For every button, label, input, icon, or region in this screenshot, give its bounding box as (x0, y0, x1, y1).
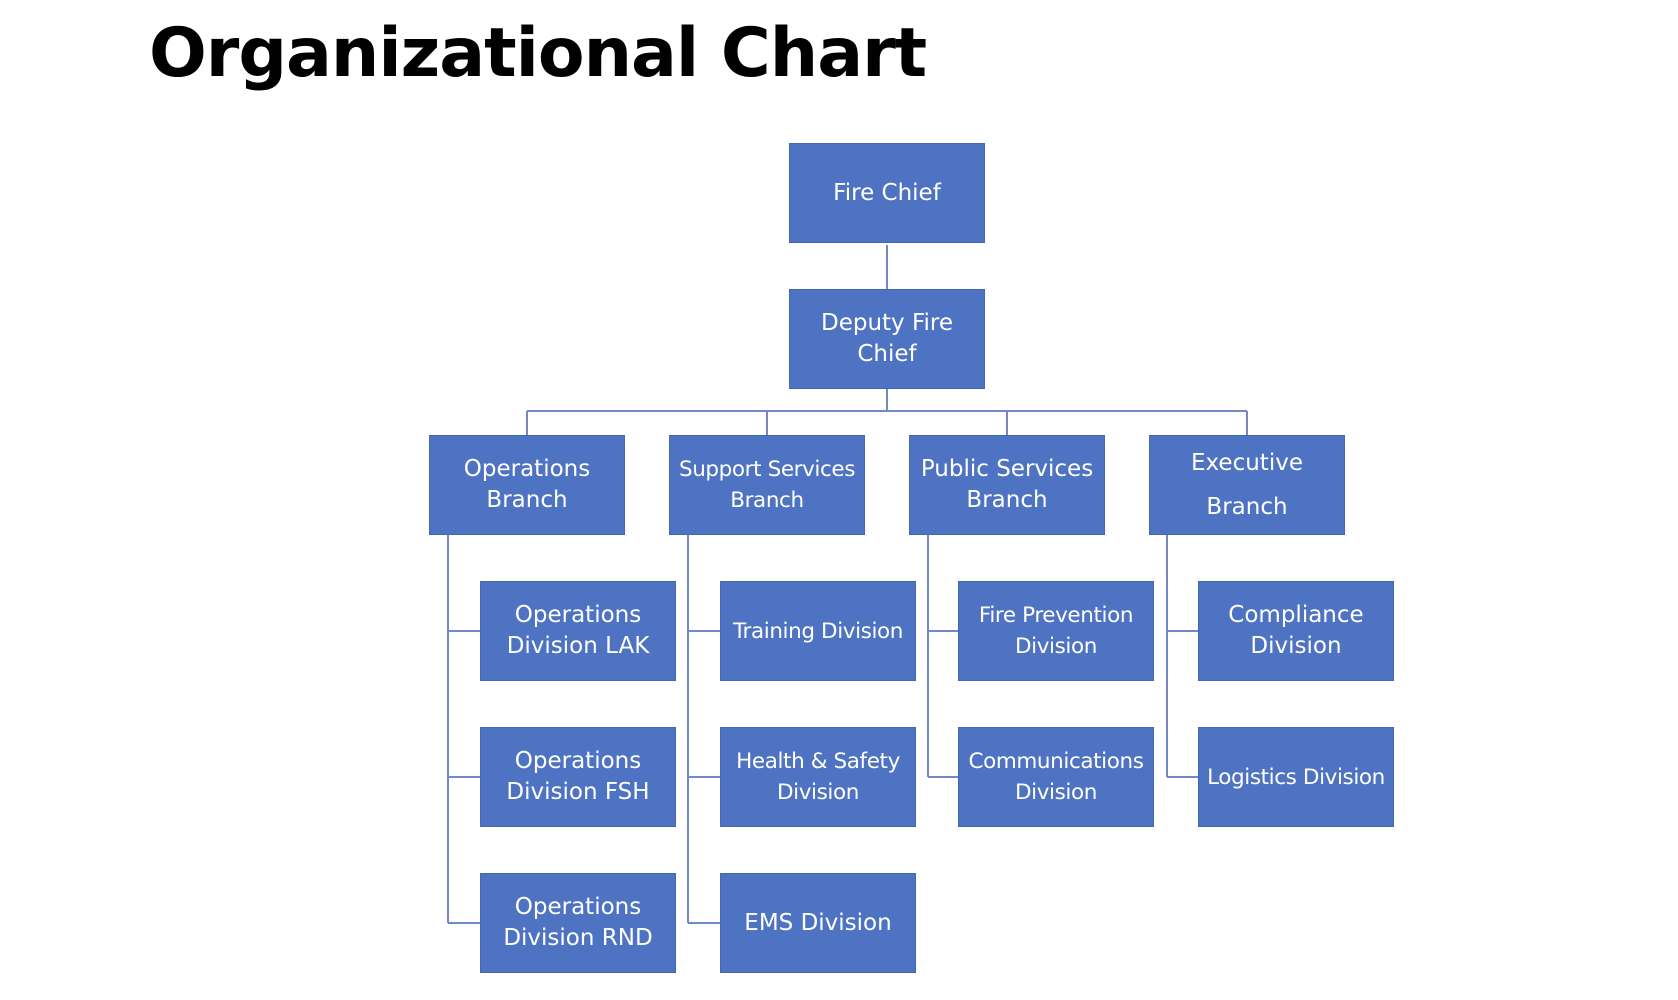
logistics-division-box: Logistics Division (1198, 727, 1394, 827)
page-title: Organizational Chart (149, 14, 927, 93)
operations-division-fsh-box: Operations Division FSH (480, 727, 676, 827)
communications-division-box: Communications Division (958, 727, 1154, 827)
health-safety-division-box: Health & Safety Division (720, 727, 916, 827)
operations-division-lak-box: Operations Division LAK (480, 581, 676, 681)
ems-division-box: EMS Division (720, 873, 916, 973)
public-services-branch-box: Public Services Branch (909, 435, 1105, 535)
deputy-fire-chief-box: Deputy Fire Chief (789, 289, 985, 389)
support-services-branch-box: Support Services Branch (669, 435, 865, 535)
operations-division-rnd-box: Operations Division RND (480, 873, 676, 973)
fire-chief-box: Fire Chief (789, 143, 985, 243)
compliance-division-box: Compliance Division (1198, 581, 1394, 681)
operations-branch-box: Operations Branch (429, 435, 625, 535)
executive-branch-box: Executive Branch (1149, 435, 1345, 535)
training-division-box: Training Division (720, 581, 916, 681)
fire-prevention-division-box: Fire Prevention Division (958, 581, 1154, 681)
